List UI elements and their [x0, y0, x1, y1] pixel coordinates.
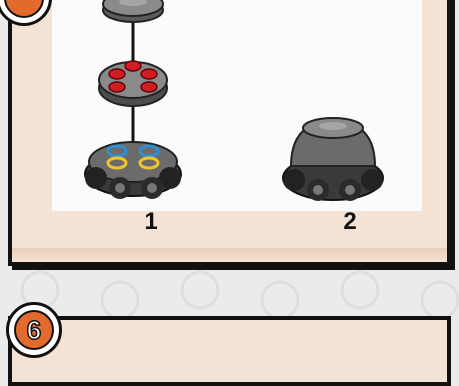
current-step-badge: 6 — [6, 302, 62, 358]
current-step-number: 6 — [14, 310, 54, 350]
next-instruction-panel — [8, 316, 451, 386]
assembly-complete-view — [12, 0, 455, 270]
instruction-panel-step: 1 2 — [8, 0, 451, 266]
previous-step-number — [4, 0, 44, 18]
step-number-1: 1 — [131, 208, 171, 236]
step-number-2: 2 — [330, 208, 370, 236]
